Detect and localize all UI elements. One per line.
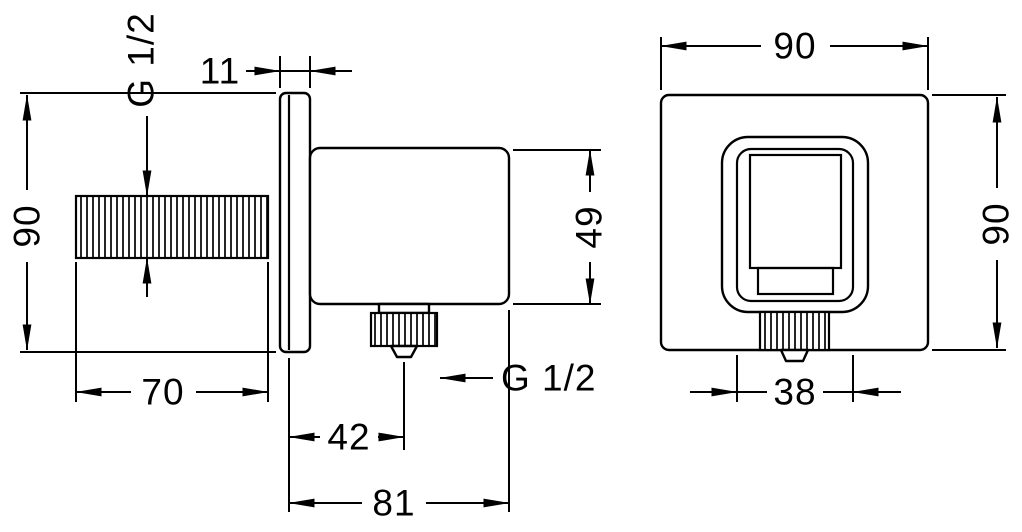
dim-label-total-depth: 81 <box>372 483 415 524</box>
dim-outlet-offset: 42 <box>288 358 405 512</box>
wall-flange <box>278 91 312 354</box>
dim-label-inlet-length: 70 <box>141 372 184 413</box>
dim-label-holder-width: 38 <box>773 372 816 413</box>
dim-label-body-height: 49 <box>569 205 610 248</box>
holder-cup-outer <box>720 135 870 314</box>
dim-outlet-thread: G 1/2 <box>439 358 597 399</box>
dim-label-outlet-offset: 42 <box>327 417 370 458</box>
dim-inlet-thread: G 1/2 <box>121 12 162 297</box>
dim-total-depth: 81 <box>288 310 510 524</box>
outlet-tip-front <box>779 348 810 363</box>
dim-label-front-height: 90 <box>976 202 1017 245</box>
dim-front-height: 90 <box>932 94 1017 351</box>
dim-inlet-length: 70 <box>75 262 269 413</box>
outlet-tip <box>389 344 419 359</box>
holder-cup-base <box>756 266 835 296</box>
outlet-neck <box>377 302 431 315</box>
dim-label-flange-thickness: 11 <box>200 51 240 92</box>
dim-flange-height: 90 <box>7 92 276 353</box>
dim-holder-width: 38 <box>690 355 901 413</box>
dim-front-width: 90 <box>660 26 929 90</box>
dim-label-flange-height: 90 <box>7 204 48 247</box>
dim-label-outlet-thread: G 1/2 <box>501 358 597 399</box>
valve-body <box>308 146 511 306</box>
outlet-thread-front <box>758 310 831 352</box>
side-view: 11 G 1/2 90 70 <box>7 12 610 523</box>
outlet-thread <box>369 311 439 348</box>
inlet-pipe-thread <box>74 194 270 260</box>
dim-label-inlet-thread: G 1/2 <box>121 12 162 108</box>
front-view: 90 90 38 <box>659 26 1017 413</box>
dim-label-front-width: 90 <box>773 26 816 67</box>
dim-body-height: 49 <box>513 149 610 305</box>
holder-cup-inner <box>735 147 855 303</box>
dim-flange-thickness: 11 <box>200 51 352 92</box>
